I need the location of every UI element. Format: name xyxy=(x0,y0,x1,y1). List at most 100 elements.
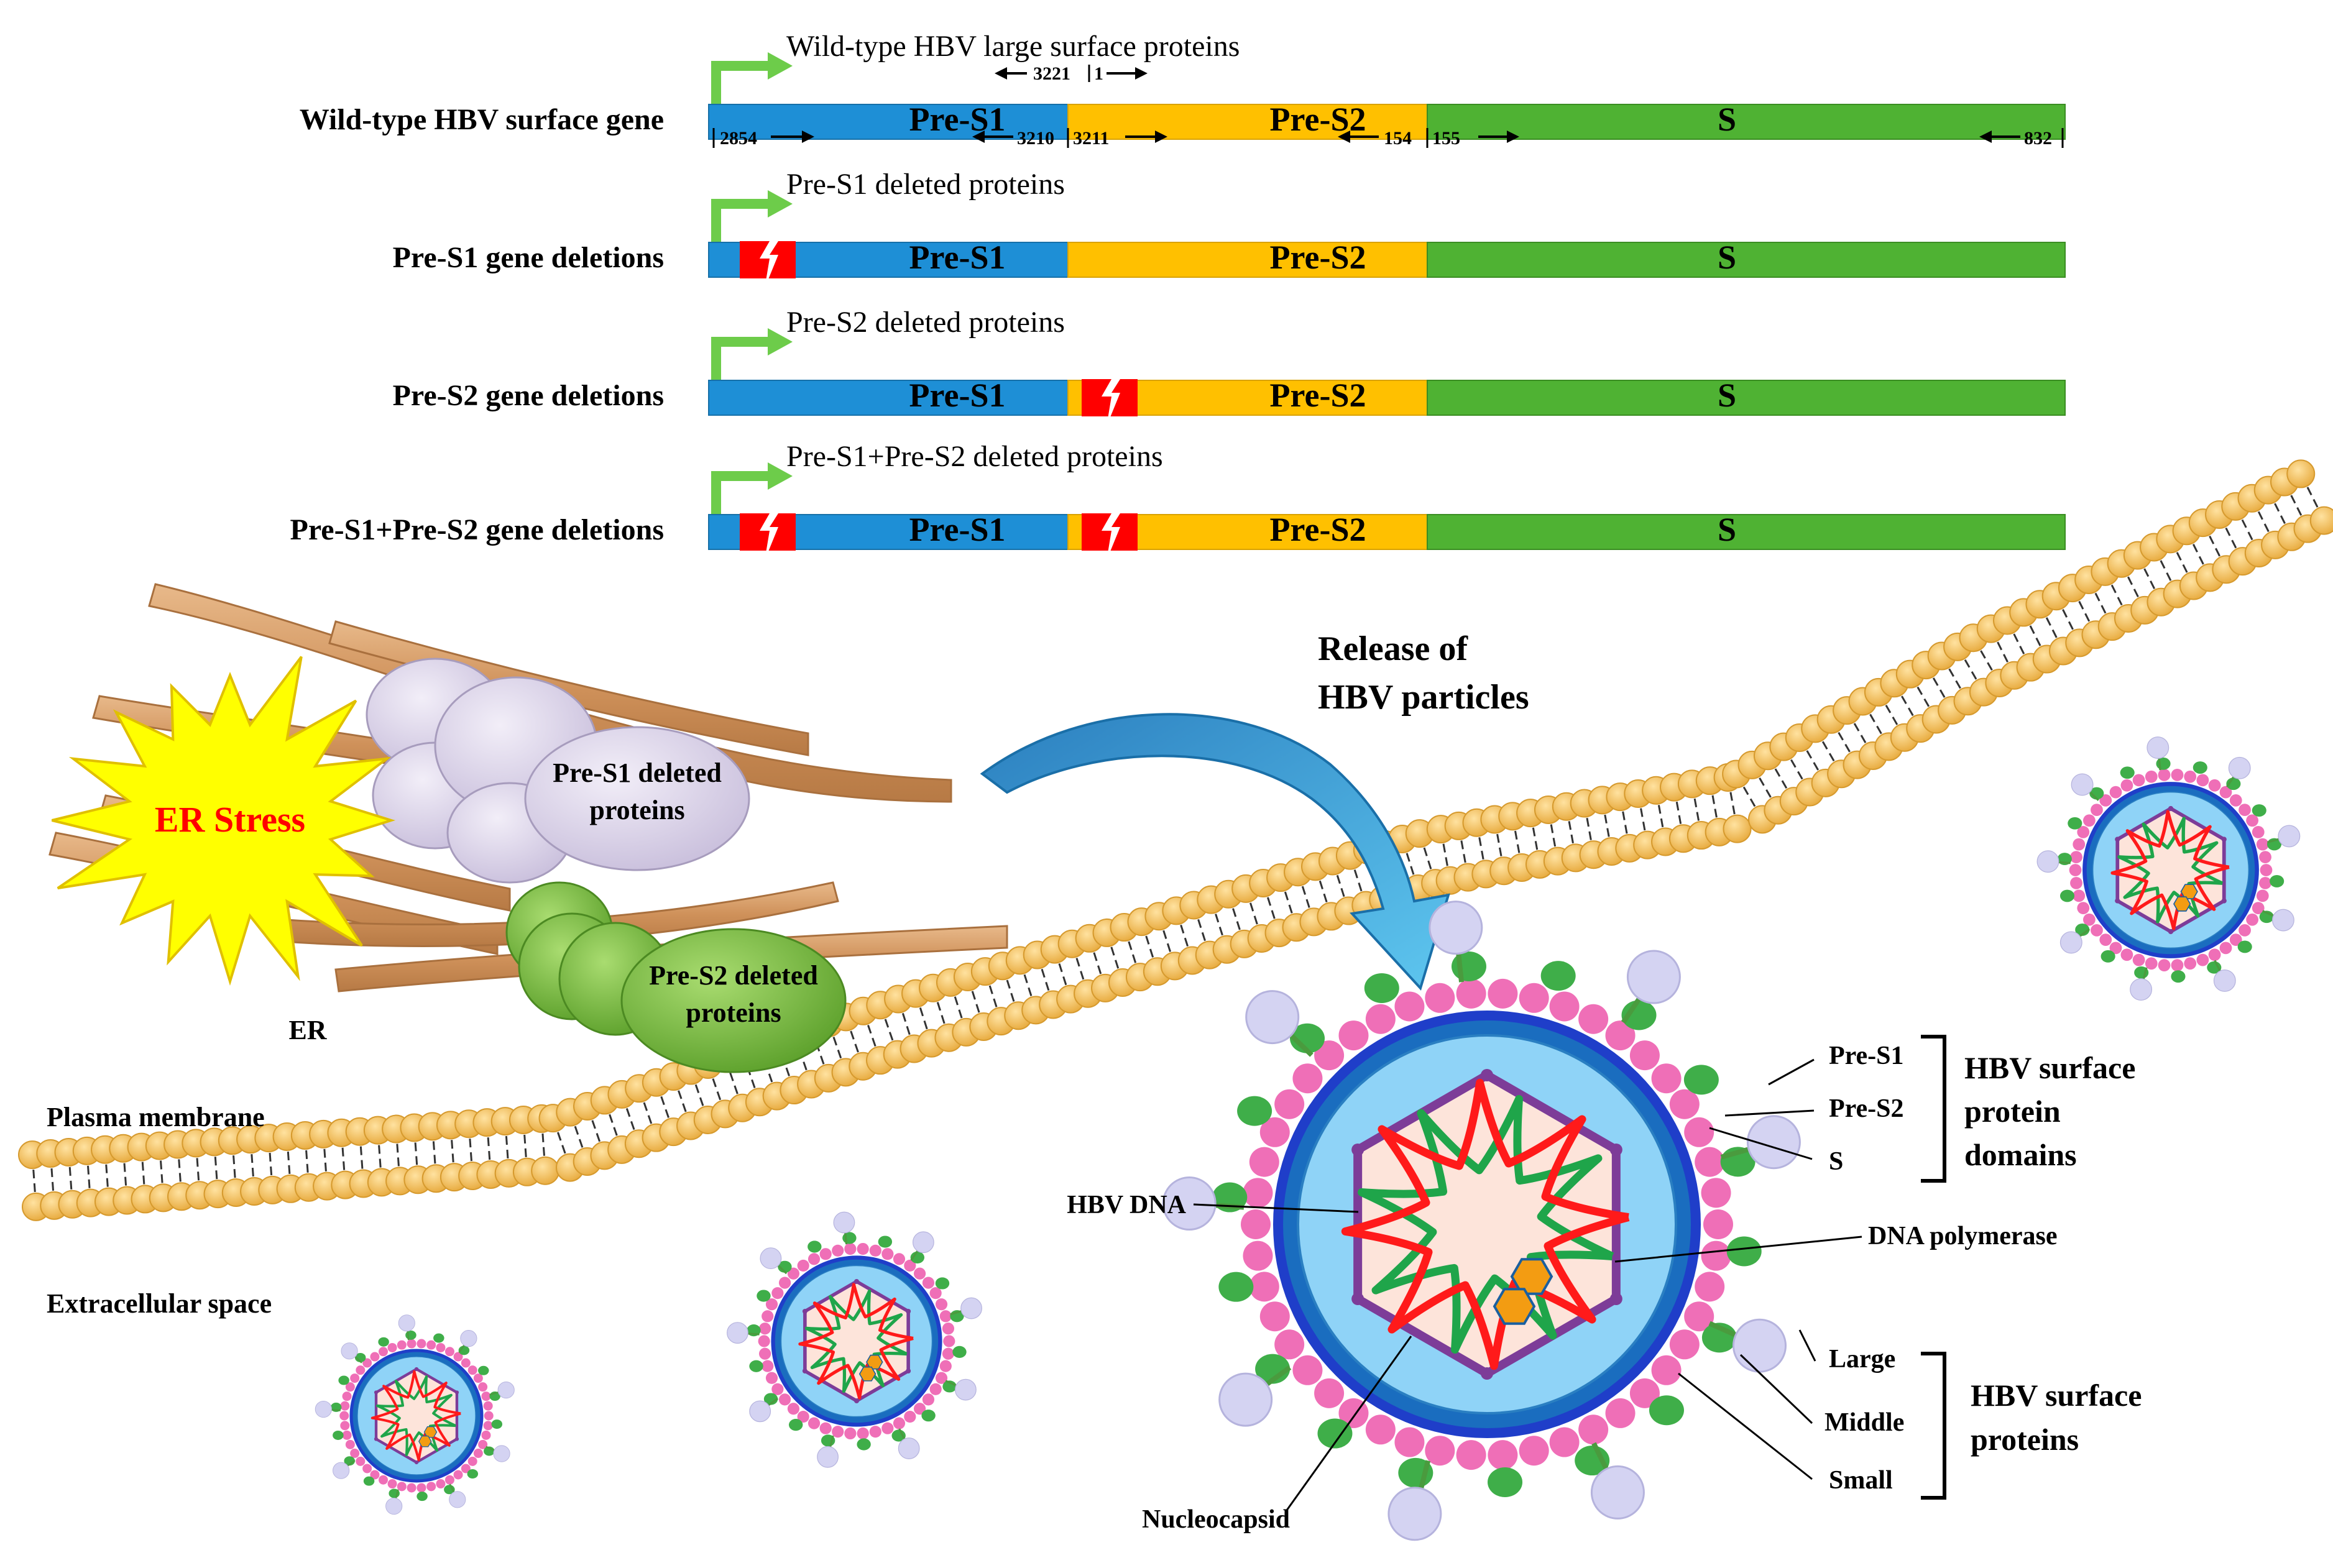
small-surface-protein xyxy=(2208,948,2221,961)
small-surface-protein xyxy=(881,1422,894,1434)
large-surface-protein xyxy=(955,1378,977,1401)
middle-surface-protein xyxy=(363,1476,375,1486)
large-surface-protein xyxy=(1732,1318,1787,1373)
er-label: ER xyxy=(288,1015,327,1045)
small-surface-protein xyxy=(2246,913,2259,926)
segment-s xyxy=(1427,380,2066,416)
small-surface-protein xyxy=(2070,876,2082,889)
middle-surface-protein xyxy=(478,1365,489,1375)
segment-pres2-label: Pre-S2 xyxy=(1270,511,1366,548)
middle-surface-protein xyxy=(921,1410,936,1422)
small-surface-protein xyxy=(444,1475,454,1485)
large-surface-protein xyxy=(898,1437,920,1459)
small-surface-protein xyxy=(819,1248,832,1260)
proteins-title-line2: proteins xyxy=(1971,1422,2079,1457)
middle-surface-protein xyxy=(491,1419,503,1429)
small-surface-protein xyxy=(1243,1178,1273,1208)
small-surface-protein xyxy=(929,1287,942,1300)
small-surface-protein xyxy=(387,1479,397,1489)
promoter-arrow-head xyxy=(768,328,793,355)
small-surface-protein xyxy=(758,1335,770,1347)
small-surface-protein xyxy=(2109,786,2122,799)
small-surface-protein xyxy=(2252,825,2265,838)
small-surface-protein xyxy=(481,1430,491,1440)
segment-pres2 xyxy=(1067,242,1428,278)
small-surface-protein xyxy=(362,1464,372,1474)
small-surface-protein xyxy=(1274,1089,1305,1119)
small-surface-protein xyxy=(2132,774,2145,787)
small-surface-protein xyxy=(340,1401,350,1411)
gene-row: Pre-S2 gene deletions Pre-S2 deleted prot… xyxy=(393,306,2066,426)
middle-surface-protein xyxy=(1540,961,1576,991)
release-label-line1: Release of xyxy=(1318,630,1468,668)
large-surface-protein xyxy=(493,1445,510,1462)
small-surface-protein xyxy=(2239,924,2251,937)
small-surface-protein xyxy=(473,1448,483,1458)
small-surface-protein xyxy=(2259,851,2271,864)
small-surface-protein xyxy=(2259,876,2271,889)
deletion-marker xyxy=(740,513,796,561)
protein-item-small: Small xyxy=(1829,1466,1893,1495)
lipid-head xyxy=(2309,506,2333,535)
hbv-virions xyxy=(315,736,2301,1541)
small-surface-protein xyxy=(339,1411,349,1421)
small-surface-protein xyxy=(436,1479,446,1489)
large-surface-protein xyxy=(449,1491,466,1508)
small-surface-protein xyxy=(1651,1063,1682,1094)
small-surface-protein xyxy=(407,1483,416,1493)
small-surface-protein xyxy=(819,1422,832,1434)
segment-s xyxy=(1427,514,2066,550)
large-surface-protein xyxy=(2071,773,2094,796)
promoter-arrow xyxy=(711,199,771,242)
small-surface-protein xyxy=(461,1464,471,1474)
small-surface-protein xyxy=(2145,957,2158,970)
middle-surface-protein xyxy=(857,1438,871,1451)
small-surface-protein xyxy=(1365,1414,1396,1445)
small-surface-protein xyxy=(2196,953,2209,966)
small-surface-protein xyxy=(939,1310,952,1323)
large-surface-protein xyxy=(315,1400,332,1418)
small-surface-protein xyxy=(2091,804,2103,817)
large-surface-protein xyxy=(760,1247,782,1270)
small-surface-protein xyxy=(1456,1440,1486,1470)
segment-s-label: S xyxy=(1718,511,1736,548)
small-surface-protein xyxy=(2260,864,2273,876)
small-surface-protein xyxy=(2184,957,2197,970)
small-surface-protein xyxy=(1425,983,1455,1013)
gene-row-label: Pre-S1+Pre-S2 gene deletions xyxy=(290,513,664,546)
small-surface-protein xyxy=(379,1347,389,1357)
small-surface-protein xyxy=(1549,1427,1580,1457)
small-surface-protein xyxy=(869,1244,881,1257)
lightning-icon xyxy=(1102,513,1120,561)
small-surface-protein xyxy=(2208,779,2221,792)
small-surface-protein xyxy=(345,1382,355,1392)
er-stress-burst: ER Stress xyxy=(52,656,396,986)
large-surface-protein xyxy=(749,1400,771,1423)
small-surface-protein xyxy=(1314,1040,1345,1071)
small-surface-protein xyxy=(2256,889,2269,902)
small-surface-protein xyxy=(370,1470,380,1480)
small-surface-protein xyxy=(942,1323,955,1335)
small-surface-protein xyxy=(483,1401,493,1411)
large-surface-protein xyxy=(1245,990,1300,1045)
lightning-icon xyxy=(760,241,778,288)
middle-surface-protein xyxy=(808,1240,822,1253)
small-surface-protein xyxy=(922,1393,935,1406)
promoter-arrow-head xyxy=(768,190,793,218)
small-surface-protein xyxy=(1259,1117,1290,1147)
segment-pres1-label: Pre-S1 xyxy=(909,511,1006,548)
small-surface-protein xyxy=(1314,1378,1345,1408)
deletion-marker xyxy=(1082,379,1138,426)
gene-row-label: Pre-S2 gene deletions xyxy=(393,379,664,412)
small-surface-protein xyxy=(2229,794,2242,807)
protein-label: Pre-S2 deleted proteins xyxy=(786,306,1065,339)
pres2-blob-label-line1: Pre-S2 deleted xyxy=(649,960,818,991)
large-surface-protein xyxy=(2036,850,2059,873)
small-surface-protein xyxy=(762,1310,774,1323)
large-surface-protein xyxy=(497,1382,515,1399)
small-surface-protein xyxy=(416,1483,426,1493)
small-surface-protein xyxy=(467,1365,477,1375)
segment-s-label: S xyxy=(1718,101,1736,138)
small-surface-protein xyxy=(2171,769,2184,781)
